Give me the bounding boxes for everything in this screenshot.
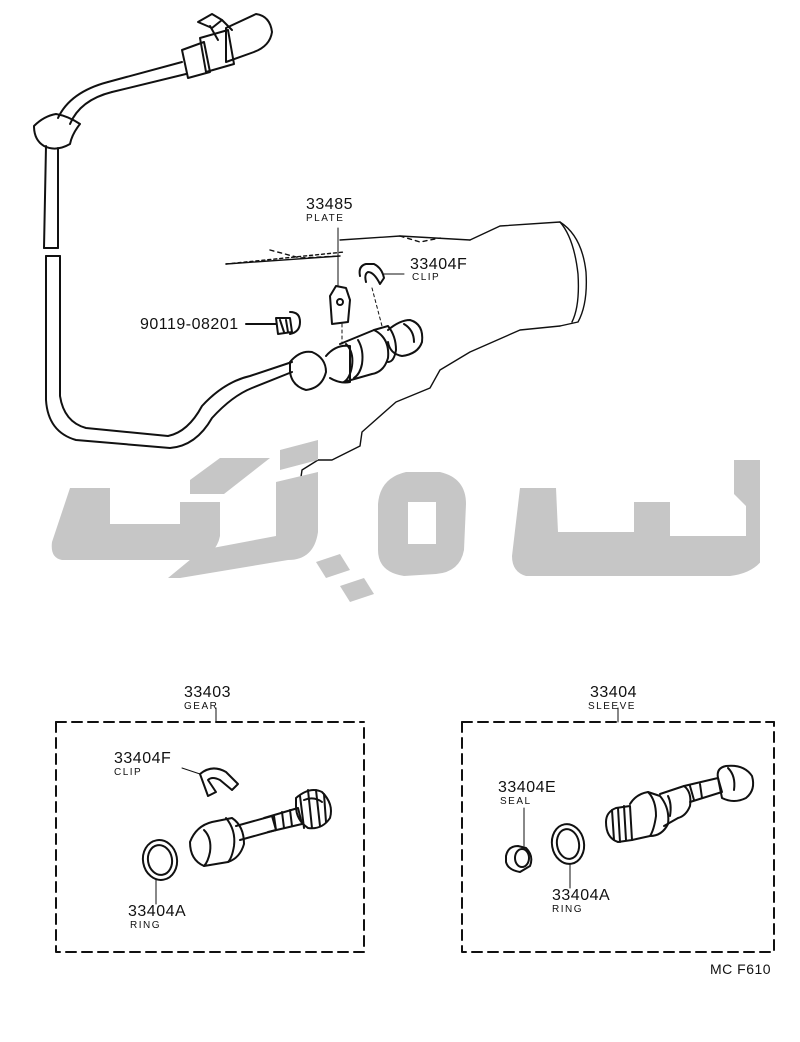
gear-box-part-number: 33403 <box>184 684 231 701</box>
sleeve-ring-part-name: RING <box>552 904 583 915</box>
gear-clip-part-name: CLIP <box>114 767 143 778</box>
cable-connector-end <box>107 13 273 93</box>
seal-part-name: SEAL <box>500 796 532 807</box>
bolt-part <box>245 311 301 335</box>
clip-top-part-number: 33404F <box>410 256 468 273</box>
sleeve-box-part-name: SLEEVE <box>588 701 636 712</box>
speedometer-cable <box>33 13 293 449</box>
clip-part-top <box>358 263 405 285</box>
cable-grommet <box>33 113 81 150</box>
sleeve-part <box>605 764 755 843</box>
seal-part <box>505 807 533 873</box>
diagram-code: MC F610 <box>710 961 772 977</box>
bolt-part-number: 90119-08201 <box>140 316 239 333</box>
plate-part-name: PLATE <box>306 213 345 224</box>
gear-ring-part-name: RING <box>130 920 161 931</box>
alignment-guides <box>341 287 383 345</box>
gear-box-part-name: GEAR <box>184 701 219 712</box>
plate-part-number: 33485 <box>306 196 353 213</box>
ring-part-gear <box>141 839 179 905</box>
driven-gear-assembly <box>289 319 424 391</box>
gear-box-frame <box>55 707 365 953</box>
logo-watermark-icon <box>51 440 760 602</box>
gear-ring-part-number: 33404A <box>128 903 187 920</box>
ring-part-sleeve <box>550 823 586 889</box>
seal-part-number: 33404E <box>498 779 557 796</box>
sleeve-ring-part-number: 33404A <box>552 887 611 904</box>
plate-part <box>329 227 351 325</box>
sleeve-box-frame <box>461 707 775 953</box>
clip-part-gear <box>181 767 239 797</box>
gear-clip-part-number: 33404F <box>114 750 172 767</box>
driven-gear-part <box>189 789 332 867</box>
sleeve-box-part-number: 33404 <box>590 684 637 701</box>
transmission-housing <box>225 221 588 485</box>
clip-top-part-name: CLIP <box>412 272 441 283</box>
